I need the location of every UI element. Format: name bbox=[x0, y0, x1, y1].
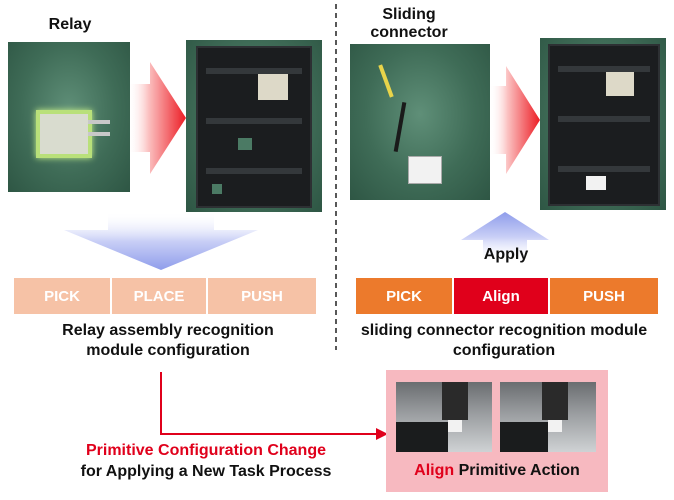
primitive-align: Align bbox=[452, 278, 548, 314]
relay-board-photo bbox=[186, 40, 322, 212]
relay-primitive-bar: PICK PLACE PUSH bbox=[14, 278, 316, 314]
relay-photo bbox=[8, 42, 130, 192]
align-action-panel: Align Primitive Action bbox=[386, 370, 608, 492]
red-connector bbox=[160, 372, 378, 435]
relay-component bbox=[36, 110, 92, 158]
apply-label: Apply bbox=[483, 246, 529, 263]
red-arrow-left bbox=[128, 62, 186, 174]
housing-board bbox=[196, 46, 312, 208]
connector-plug bbox=[408, 156, 442, 184]
red-arrow-right bbox=[490, 66, 540, 174]
connector-caption: sliding connector recognition module con… bbox=[360, 322, 648, 359]
connector-primitive-bar: PICK Align PUSH bbox=[356, 278, 658, 314]
primitive-push: PUSH bbox=[206, 278, 316, 314]
sliding-connector-title: Sliding connector bbox=[370, 6, 448, 41]
housing-board-2 bbox=[548, 44, 660, 206]
primitive-push-2: PUSH bbox=[548, 278, 658, 314]
primitive-pick-2: PICK bbox=[356, 278, 452, 314]
primitive-place: PLACE bbox=[110, 278, 206, 314]
align-photo-2 bbox=[500, 382, 596, 452]
config-change-text: Primitive Configuration Change for Apply… bbox=[36, 440, 376, 482]
primitive-pick: PICK bbox=[14, 278, 110, 314]
align-action-caption: Align Primitive Action bbox=[386, 462, 608, 480]
config-change-title: Primitive Configuration Change bbox=[85, 442, 326, 459]
config-change-subtitle: for Applying a New Task Process bbox=[80, 463, 332, 480]
align-highlight: Align bbox=[414, 462, 455, 479]
blue-up-arrow bbox=[461, 212, 549, 262]
red-connector-head bbox=[376, 428, 388, 440]
primitive-action-text: Primitive Action bbox=[458, 462, 580, 479]
connector-photo bbox=[350, 44, 490, 200]
connector-board-photo bbox=[540, 38, 666, 210]
align-photo-1 bbox=[396, 382, 492, 452]
blue-down-arrow bbox=[64, 212, 258, 270]
relay-caption: Relay assembly recognition module config… bbox=[62, 322, 274, 359]
relay-title: Relay bbox=[48, 16, 92, 33]
